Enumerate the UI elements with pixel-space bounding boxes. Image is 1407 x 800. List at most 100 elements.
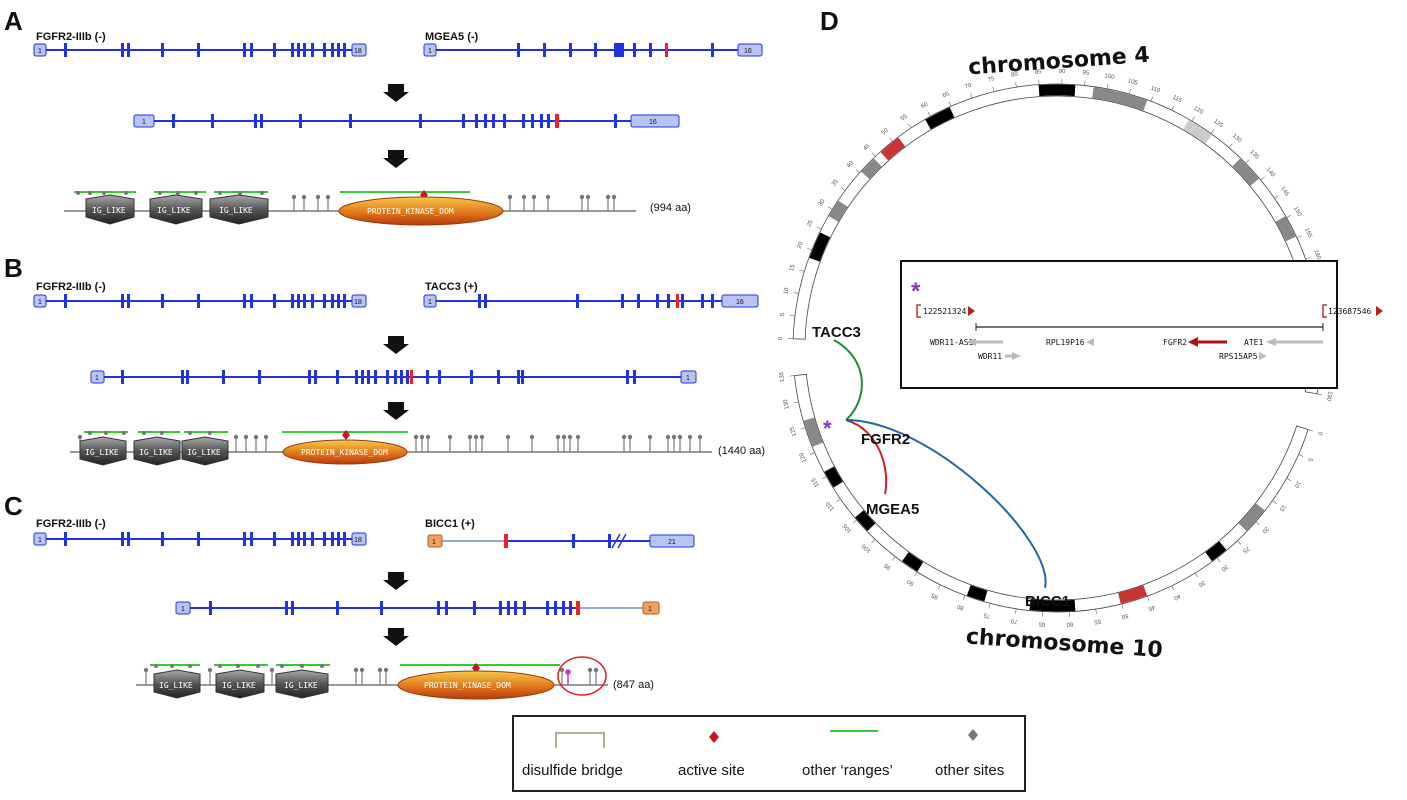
domain-a-3-label: IG_LIKE <box>219 206 253 215</box>
axis-tick-label: 5 <box>1306 457 1313 463</box>
protein-a-length: (994 aa) <box>650 202 691 214</box>
cytoband <box>824 466 843 488</box>
axis-tick <box>889 137 893 142</box>
gene-b1-last-label: 18 <box>354 299 362 306</box>
cytoband <box>1232 158 1259 186</box>
axis-tick <box>1228 143 1233 148</box>
gene-c2-first-label: 1 <box>432 539 436 546</box>
axis-tick <box>891 556 896 561</box>
fgfr2-asterisk: * <box>823 416 832 441</box>
arrow-right-icon <box>1259 352 1267 360</box>
domain-c-3-label: IG_LIKE <box>284 681 318 690</box>
axis-tick-label: 45 <box>863 143 872 152</box>
gene-a1-first-label: 1 <box>38 48 42 55</box>
domain-b-1-label: IG_LIKE <box>85 448 119 457</box>
axis-tick-label: 5 <box>780 312 786 317</box>
protein-c: IG_LIKE IG_LIKE IG_LIKE PROTEIN_KINASE_D… <box>136 656 654 700</box>
gene-a1-last-exon <box>351 43 367 57</box>
gene-a1-last-label: 18 <box>354 48 362 55</box>
axis-tick <box>836 498 841 503</box>
axis-tick-label: 120 <box>799 451 809 463</box>
highlight-circle <box>557 656 607 696</box>
link-fgfr2-bicc1 <box>845 419 1047 589</box>
gene-c1-first-label: 1 <box>38 537 42 544</box>
cytoband <box>1029 599 1076 612</box>
axis-tick-label: 40 <box>1172 592 1181 601</box>
gene-c2-last-exon <box>649 534 695 548</box>
fusion-c-last-exon <box>642 601 660 615</box>
axis-tick <box>988 603 991 609</box>
inset-gene-wdr11: WDR11 <box>978 352 1002 361</box>
axis-tick <box>816 226 822 230</box>
cytoband <box>1118 585 1148 604</box>
gene-a1-name: FGFR2-IIIb (-) <box>36 31 106 43</box>
arrow-down-icon <box>383 628 409 646</box>
axis-tick-label: 15 <box>789 263 797 272</box>
axis-tick <box>1210 129 1215 134</box>
axis-tick-label: 90 <box>1059 69 1066 75</box>
cytoband <box>902 552 924 572</box>
fusion-b-first-label: 1 <box>95 375 99 382</box>
axis-tick-label: 105 <box>842 522 854 534</box>
inset-end-coord: 123687546 <box>1328 307 1372 316</box>
axis-tick-label: 30 <box>818 198 827 207</box>
domain-c-1-label: IG_LIKE <box>159 681 193 690</box>
active-site-marker <box>342 430 350 440</box>
fusion-c-track: 1 1 <box>175 601 660 615</box>
gene-c1-track: 1 18 <box>33 532 367 546</box>
disulfide-bridge-icon <box>555 732 605 748</box>
gene-label-bicc1: BICC1 <box>1025 593 1070 610</box>
fusion-b-first-exon <box>90 370 105 384</box>
axis-tick <box>1194 572 1199 578</box>
gene-label-tacc3: TACC3 <box>812 324 861 341</box>
axis-tick-label: 50 <box>1120 612 1129 620</box>
legend-sites-label: other sites <box>935 762 1004 779</box>
axis-tick <box>809 452 815 455</box>
domain-c-4-label: PROTEIN_KINASE_DOM <box>424 681 511 690</box>
axis-tick-label: 80 <box>956 602 965 610</box>
axis-tick <box>1084 80 1086 86</box>
inset-gene-rpl19p16: RPL19P16 <box>1046 338 1085 347</box>
axis-tick <box>937 584 941 590</box>
kinase-domain <box>282 439 408 465</box>
axis-tick <box>789 375 795 377</box>
axis-tick <box>1298 454 1304 457</box>
gene-a2-first-label: 1 <box>428 48 432 55</box>
gene-c1-name: FGFR2-IIIb (-) <box>36 518 106 530</box>
domain-a-4-label: PROTEIN_KINASE_DOM <box>367 207 454 216</box>
protein-b: IG_LIKE IG_LIKE IG_LIKE PROTEIN_KINASE_D… <box>70 430 765 466</box>
domain-b-3-label: IG_LIKE <box>187 448 221 457</box>
panel-c: FGFR2-IIIb (-) 1 18 BICC1 (+) 1 21 1 <box>33 518 695 700</box>
axis-tick-label: 55 <box>900 113 909 122</box>
inset-box: * 122521324 123687546 WDR11-AS1 WDR11 RP… <box>900 260 1383 389</box>
protein-b-length: (1440 aa) <box>718 445 765 457</box>
axis-tick <box>1305 257 1311 260</box>
cytoband <box>1205 541 1227 562</box>
gene-b2-first-label: 1 <box>428 299 432 306</box>
axis-tick-label: 75 <box>987 76 996 84</box>
arrow-left-icon <box>1188 337 1198 347</box>
cytoband <box>880 137 906 161</box>
cytoband <box>828 200 848 222</box>
chromosome-4-arc <box>792 83 1322 395</box>
axis-tick-label: 25 <box>1241 545 1250 554</box>
axis-tick <box>970 93 973 99</box>
axis-tick <box>800 427 806 430</box>
fusion-c-last-label: 1 <box>648 606 652 613</box>
inset-gene-ate1: ATE1 <box>1244 338 1263 347</box>
fusion-b-track: 1 1 <box>90 370 697 384</box>
axis-tick <box>793 292 799 294</box>
link-fgfr2-mgea5 <box>845 419 888 495</box>
axis-tick-label: 125 <box>789 425 798 437</box>
legend: disulfide bridge active site other ‘rang… <box>512 715 1026 792</box>
axis-tick <box>852 519 857 524</box>
axis-tick-label: 20 <box>1260 525 1269 534</box>
axis-tick-label: 10 <box>1293 480 1302 489</box>
axis-tick-label: 190 <box>1325 390 1333 402</box>
axis-tick <box>948 101 952 107</box>
legend-active-label: active site <box>678 762 745 779</box>
ig-like-domain <box>181 436 229 466</box>
ig-like-domain <box>85 194 135 225</box>
axis-tick-label: 0 <box>778 336 784 340</box>
